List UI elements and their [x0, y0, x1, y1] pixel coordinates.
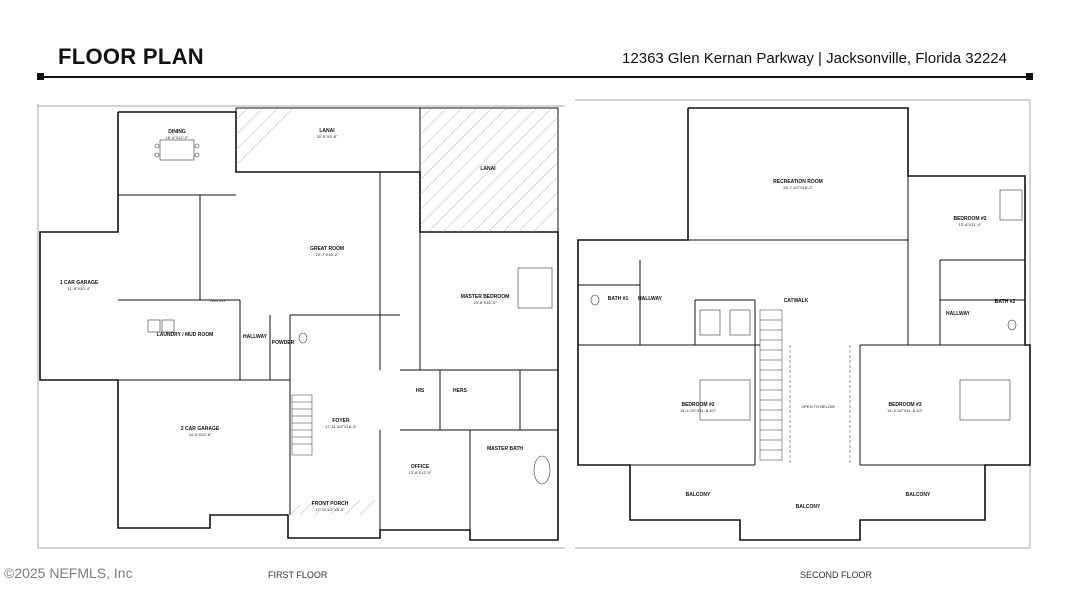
dim-great-room: 20'-7"X16'-2" — [315, 252, 339, 257]
dim-lanai: 30'-8"X9'-8" — [317, 134, 338, 139]
caption-first-floor: FIRST FLOOR — [268, 570, 328, 580]
room-balcony-center: BALCONY — [796, 504, 821, 510]
second-floor-stairs — [759, 309, 851, 465]
room-front-porch: FRONT PORCH — [312, 501, 349, 507]
page-title: FLOOR PLAN — [58, 44, 204, 69]
dim-bedroom-2: 13'-4 1/2"X11'-8 1/2" — [680, 408, 717, 413]
room-pantry: PANTRY — [210, 298, 226, 303]
room-two-car-garage: 2 CAR GARAGE — [181, 426, 220, 432]
property-address: 12363 Glen Kernan Parkway | Jacksonville… — [622, 50, 1007, 67]
floor-plans-drawing: DINING 16'-4"X12'-2" LANAI 30'-8"X9'-8" … — [37, 99, 1031, 549]
room-hers: HERS — [453, 388, 468, 394]
dimension-lines — [37, 99, 1031, 549]
room-foyer: FOYER — [332, 418, 350, 424]
rule-left-cap — [37, 73, 44, 80]
second-floor-plan — [577, 107, 1031, 541]
room-lanai: LANAI — [319, 128, 335, 134]
room-bath-2: BATH #2 — [995, 299, 1016, 305]
dim-bedroom-upper: 13'-6"X11'-4" — [959, 222, 982, 227]
room-office: OFFICE — [411, 464, 430, 470]
room-master-bath: MASTER BATH — [487, 446, 523, 452]
room-balcony-right: BALCONY — [906, 492, 931, 498]
dim-two-car-garage: 24'-6"X22'-8" — [188, 432, 212, 437]
second-floor-fixtures — [590, 189, 1023, 421]
label-open-to-below: OPEN TO BELOW — [801, 404, 835, 409]
dim-office: 13'-6"X12'-0" — [408, 470, 432, 475]
dim-foyer: 17'-11 1/2"X18'-3" — [325, 424, 357, 429]
room-hallway: HALLWAY — [243, 334, 268, 340]
room-recreation: RECREATION ROOM — [773, 179, 823, 185]
dim-front-porch: 17'-11 1/2"X6'-5" — [315, 507, 345, 512]
room-dining: DINING — [168, 129, 186, 135]
dim-recreation: 25'-7 1/2"X18'-2" — [783, 185, 813, 190]
room-powder: POWDER — [272, 340, 295, 346]
dim-one-car-garage: 11'-8"X20'-4" — [68, 286, 91, 291]
first-floor-labels: DINING 16'-4"X12'-2" LANAI 30'-8"X9'-8" … — [60, 128, 524, 512]
room-hallway-right: HALLWAY — [946, 311, 971, 317]
room-his: HIS — [416, 388, 425, 394]
first-floor-stairs — [291, 394, 313, 456]
room-bedroom-3: BEDROOM #3 — [888, 402, 921, 408]
caption-second-floor: SECOND FLOOR — [800, 570, 873, 580]
header-rule — [40, 76, 1030, 78]
first-floor-fixtures — [147, 139, 553, 485]
room-bedroom-upper: BEDROOM #2 — [953, 216, 986, 222]
dim-master-bedroom: 20'-8"X16'-0" — [473, 300, 497, 305]
first-floor-plan — [39, 107, 559, 541]
room-laundry: LAUNDRY / MUD ROOM — [157, 332, 214, 338]
room-bath-1: BATH #1 — [608, 296, 629, 302]
dim-dining: 16'-4"X12'-2" — [165, 135, 189, 140]
room-bedroom-2: BEDROOM #2 — [681, 402, 714, 408]
dim-bedroom-3: 13'-4 1/2"X11'-8 1/2" — [887, 408, 924, 413]
watermark-text: ©2025 NEFMLS, Inc — [4, 565, 133, 581]
room-catwalk: CATWALK — [784, 298, 809, 304]
room-master-bedroom: MASTER BEDROOM — [461, 294, 510, 300]
room-balcony-left: BALCONY — [686, 492, 711, 498]
room-lanai-2: LANAI — [480, 166, 496, 172]
rule-right-cap — [1026, 73, 1033, 80]
room-great-room: GREAT ROOM — [310, 246, 344, 252]
lanai-hatch — [235, 107, 559, 516]
room-one-car-garage: 1 CAR GARAGE — [60, 280, 99, 286]
room-hallway-left: HALLWAY — [638, 296, 663, 302]
second-floor-labels: RECREATION ROOM 25'-7 1/2"X18'-2" BEDROO… — [608, 179, 1016, 510]
